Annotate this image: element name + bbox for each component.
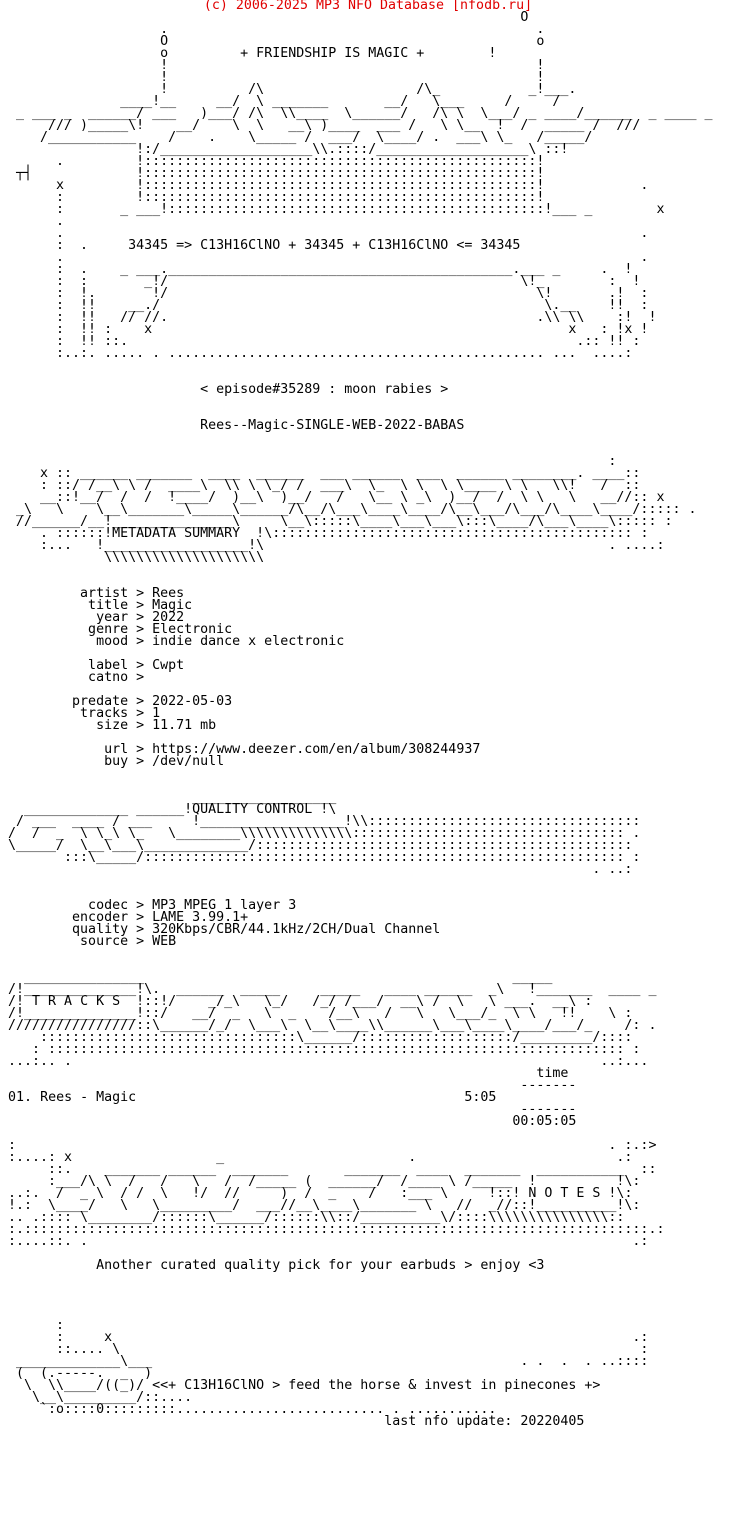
metadata-header-art: : x :: ______ _______ ____ ______ ___ __… bbox=[0, 454, 697, 565]
footer-art: : : x .: ::.... \ bbox=[0, 1318, 649, 1417]
formula-line: 34345 => C13H16ClNO + 34345 + C13H16ClNO… bbox=[128, 238, 521, 253]
quality-source: source > WEB bbox=[0, 934, 177, 949]
metadata-year: year > 2022 bbox=[0, 610, 185, 625]
quality-encoder: encoder > LAME 3.99.1+ bbox=[0, 910, 249, 925]
metadata-size: size > 11.71 mb bbox=[0, 718, 217, 733]
nfodb-header: (c) 2006-2025 MP3 NFO Database [nfodb.ru… bbox=[203, 0, 533, 13]
metadata-tracks: tracks > 1 bbox=[0, 706, 161, 721]
quality-codec: codec > MP3 MPEG 1 layer 3 bbox=[0, 898, 297, 913]
signoff-line: <<+ C13H16ClNO > feed the horse & invest… bbox=[152, 1378, 601, 1393]
quality-list: codec > MP3 MPEG 1 layer 3 encoder > LAM… bbox=[0, 898, 736, 949]
friendship-logo-art: O . . O o o + FRIENDSHIP IS MAGIC + bbox=[0, 10, 713, 361]
quality-header-art: __________________ _____________ ______!… bbox=[0, 790, 641, 877]
track-row: 01. Rees - Magic 5:05 bbox=[8, 1090, 497, 1105]
metadata-title: title > Magic bbox=[0, 598, 193, 613]
release-name: Rees--Magic-SINGLE-WEB-2022-BABAS bbox=[200, 418, 465, 433]
notes-header-art: : . :.:> :....: x _ . .: ::. _______ ___… bbox=[0, 1138, 665, 1249]
metadata-label: label > Cwpt bbox=[0, 658, 185, 673]
track-total: 00:05:05 bbox=[512, 1114, 577, 1129]
metadata-genre: genre > Electronic bbox=[0, 622, 233, 637]
metadata-buy: buy > /dev/null bbox=[0, 754, 225, 769]
last-update: last nfo update: 20220405 bbox=[384, 1414, 585, 1429]
track-time-header: time bbox=[536, 1066, 569, 1081]
episode-line: < episode#35289 : moon rabies > bbox=[200, 382, 449, 397]
metadata-predate: predate > 2022-05-03 bbox=[0, 694, 233, 709]
notes-text: Another curated quality pick for your ea… bbox=[96, 1258, 545, 1273]
nfo-document: (c) 2006-2025 MP3 NFO Database [nfodb.ru… bbox=[0, 0, 736, 1429]
top-banner: + FRIENDSHIP IS MAGIC + bbox=[240, 46, 425, 61]
metadata-list: artist > Rees title > Magic year > 2022 … bbox=[0, 586, 736, 769]
metadata-url: url > https://www.deezer.com/en/album/30… bbox=[0, 742, 481, 757]
quality-quality: quality > 320Kbps/CBR/44.1kHz/2CH/Dual C… bbox=[0, 922, 441, 937]
section-quality-title: QUALITY CONTROL bbox=[192, 802, 313, 817]
metadata-mood: mood > indie dance x electronic bbox=[0, 634, 345, 649]
metadata-artist: artist > Rees bbox=[0, 586, 185, 601]
section-tracks-title: T R A C K S bbox=[32, 994, 121, 1009]
section-notes-title: N O T E S bbox=[528, 1186, 601, 1201]
metadata-catno: catno > bbox=[0, 670, 153, 685]
section-metadata-title: METADATA SUMMARY bbox=[112, 526, 241, 541]
tracks-header-art: _______________ _____ /!______________!\… bbox=[0, 970, 657, 1069]
